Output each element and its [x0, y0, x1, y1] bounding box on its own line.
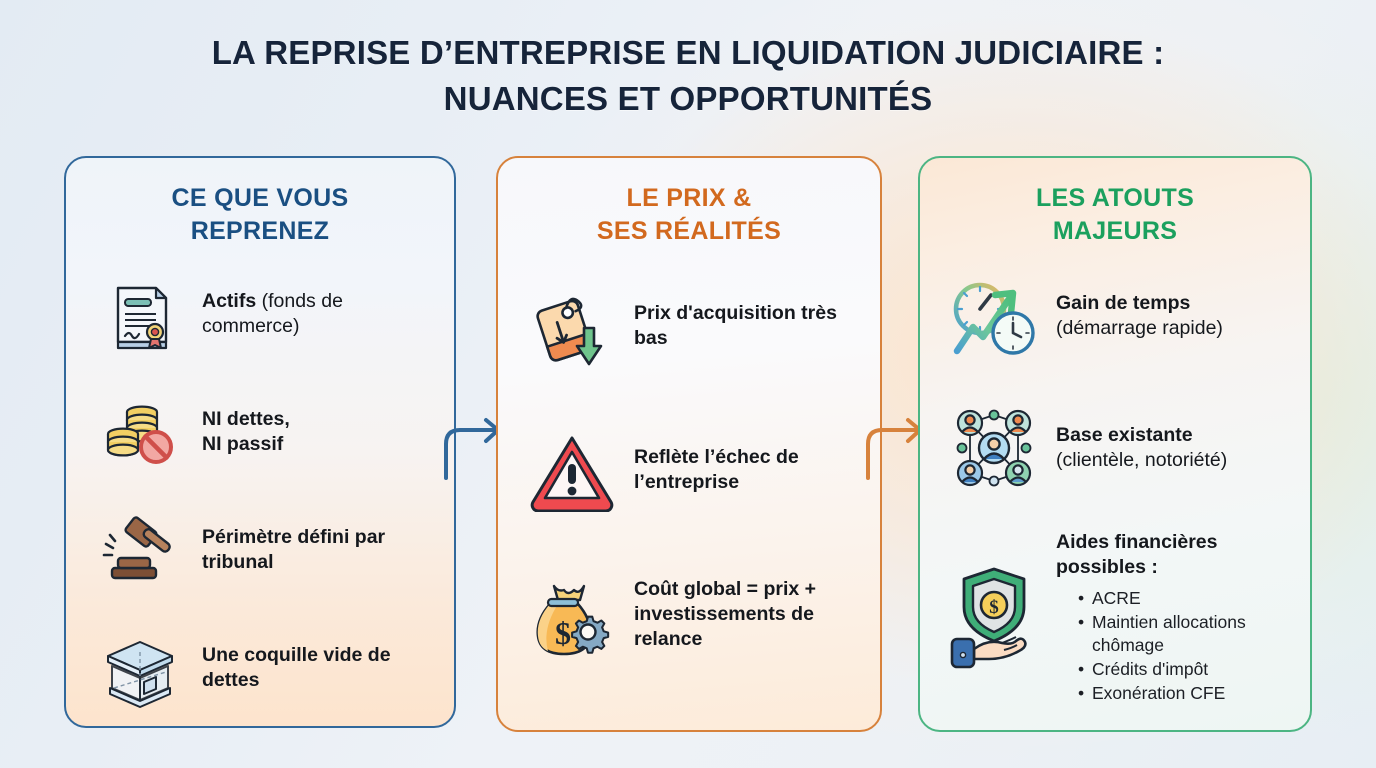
svg-text:$: $	[989, 597, 999, 618]
list-item-label-bold: NI dettes, NI passif	[202, 408, 290, 455]
page-title: LA REPRISE D’ENTREPRISE EN LIQUIDATION J…	[0, 30, 1376, 122]
list-item-label-bold: Coût global = prix + investissements de …	[634, 577, 817, 650]
panel-3-heading-line-1: LES ATOUTS	[1035, 184, 1195, 212]
list-item-label-bold: Reflète l’échec de l’entreprise	[634, 446, 799, 493]
shield-money-hand-icon: $	[942, 550, 1046, 680]
price-tag-down-arrow-icon	[520, 274, 624, 378]
panel-ce-que-vous-reprenez: CE QUE VOUS REPRENEZ	[64, 156, 456, 728]
list-item-label-rest: (fonds de commerce)	[202, 290, 343, 337]
list-item-label: Gain de temps (démarrage rapide)	[1046, 291, 1223, 341]
list-item-label: Actifs (fonds de commerce)	[192, 289, 438, 339]
warning-triangle-icon	[520, 418, 624, 522]
svg-text:$: $	[555, 615, 571, 651]
list-item-label: NI dettes, NI passif	[192, 407, 290, 457]
aides-bullet-list: ACRE Maintien allocations chômage Crédit…	[1056, 587, 1300, 705]
list-item-label-bold: Gain de temps	[1056, 292, 1191, 314]
list-item-label: Périmètre défini par tribunal	[192, 525, 438, 575]
list-item-label-rest: (démarrage rapide)	[1056, 317, 1223, 339]
panel-2-heading: LE PRIX & SES RÉALITÉS	[498, 158, 880, 248]
page-title-line-2: NUANCES ET OPPORTUNITÉS	[443, 80, 933, 117]
aides-bullet-item: Exonération CFE	[1078, 682, 1300, 705]
panel-3-heading-line-2: MAJEURS	[1052, 217, 1178, 245]
panel-2-heading-line-1: LE PRIX &	[626, 184, 752, 212]
list-item: Gain de temps (démarrage rapide)	[920, 264, 1310, 368]
aides-bullet-item: Maintien allocations chômage	[1078, 611, 1300, 657]
list-item: $ Coût global = prix + investissements d…	[498, 562, 880, 666]
panel-2-heading-line-2: SES RÉALITÉS	[596, 217, 782, 245]
aides-text-block: Aides financières possibles : ACRE Maint…	[1046, 528, 1300, 706]
panel-1-item-list: Actifs (fonds de commerce)	[66, 262, 454, 720]
list-item-label-bold: Base existante	[1056, 424, 1193, 446]
aides-financieres-block: $ Aides financières possibles : ACRE Mai…	[920, 528, 1310, 706]
coins-no-debt-icon	[88, 380, 192, 484]
panel-1-heading: CE QUE VOUS REPRENEZ	[66, 158, 454, 248]
money-bag-gear-icon: $	[520, 562, 624, 666]
aides-bullet-item: Crédits d'impôt	[1078, 658, 1300, 681]
panel-le-prix-et-ses-realites: LE PRIX & SES RÉALITÉS Pri	[496, 156, 882, 732]
list-item-label-rest: (clientèle, notoriété)	[1056, 449, 1228, 471]
panel-1-heading-line-1: CE QUE VOUS	[171, 184, 349, 212]
list-item-label: Reflète l’échec de l’entreprise	[624, 445, 864, 495]
list-item-label: Prix d'acquisition très bas	[624, 301, 864, 351]
panel-2-item-list: Prix d'acquisition très bas Reflète l’éc…	[498, 274, 880, 666]
list-item-label-bold: Une coquille vide de dettes	[202, 644, 391, 691]
panel-3-heading: LES ATOUTS MAJEURS	[920, 158, 1310, 248]
list-item: Une coquille vide de dettes	[66, 616, 454, 720]
list-item: Périmètre défini par tribunal	[66, 498, 454, 602]
list-item-label: Base existante (clientèle, notoriété)	[1046, 423, 1227, 473]
list-item-label-bold: Actifs	[202, 290, 257, 312]
clock-growth-arrow-icon	[942, 264, 1046, 368]
certificate-document-icon	[88, 262, 192, 366]
gavel-icon	[88, 498, 192, 602]
aides-title: Aides financières possibles :	[1056, 531, 1218, 578]
list-item-label: Coût global = prix + investissements de …	[624, 577, 864, 652]
empty-building-icon	[88, 616, 192, 720]
page-title-line-1: LA REPRISE D’ENTREPRISE EN LIQUIDATION J…	[211, 34, 1165, 71]
list-item: Prix d'acquisition très bas	[498, 274, 880, 378]
list-item: Base existante (clientèle, notoriété)	[920, 396, 1310, 500]
list-item-label-bold: Périmètre défini par tribunal	[202, 526, 386, 573]
panel-1-heading-line-2: REPRENEZ	[190, 217, 330, 245]
network-people-icon	[942, 396, 1046, 500]
list-item: Reflète l’échec de l’entreprise	[498, 418, 880, 522]
list-item-label-bold: Prix d'acquisition très bas	[634, 302, 837, 349]
aides-bullet-item: ACRE	[1078, 587, 1300, 610]
list-item: NI dettes, NI passif	[66, 380, 454, 484]
panel-3-item-list: Gain de temps (démarrage rapide)	[920, 264, 1310, 706]
list-item: Actifs (fonds de commerce)	[66, 262, 454, 366]
panel-les-atouts-majeurs: LES ATOUTS MAJEURS	[918, 156, 1312, 732]
list-item-label: Une coquille vide de dettes	[192, 643, 438, 693]
